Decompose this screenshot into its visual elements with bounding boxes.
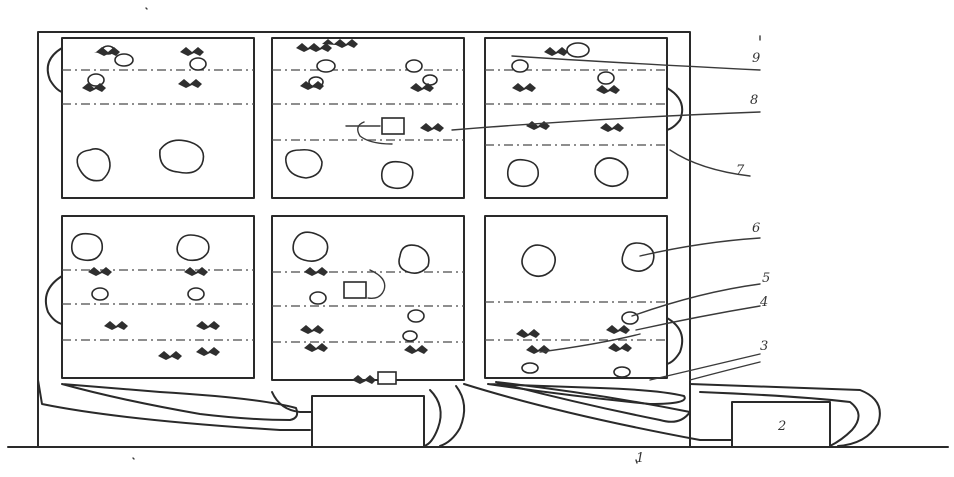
leader-3b xyxy=(689,361,761,381)
leader-4b xyxy=(539,333,641,353)
gate-bottom-right xyxy=(666,317,684,365)
plot-bottom-left xyxy=(61,215,255,379)
leader-5 xyxy=(631,283,761,317)
road-6 xyxy=(463,383,733,441)
callout-label: 9 xyxy=(752,51,760,66)
callout-label: 6 xyxy=(752,221,760,236)
plots xyxy=(61,37,668,381)
road-3 xyxy=(271,391,313,413)
road-7 xyxy=(487,383,686,405)
road-4 xyxy=(423,389,442,447)
building-right xyxy=(731,401,831,448)
callout-label: 7 xyxy=(736,163,745,178)
leader-3 xyxy=(649,353,761,381)
road-10 xyxy=(699,391,860,447)
access-roads xyxy=(37,379,881,447)
rock-11 xyxy=(521,244,556,278)
structures xyxy=(343,117,405,385)
road-9 xyxy=(689,383,881,447)
rock-12 xyxy=(621,242,655,272)
rock-1 xyxy=(76,148,111,182)
gate-bottom-left xyxy=(44,275,63,325)
planting-rows xyxy=(62,69,667,343)
leader-8 xyxy=(451,111,761,131)
plot-bottom-right xyxy=(484,215,668,379)
rock-features xyxy=(70,139,655,278)
structure-bottom xyxy=(377,371,397,385)
leader-7 xyxy=(669,149,751,177)
callouts: 9 8 7 6 5 4 3 2 1 xyxy=(636,51,786,466)
structure-top xyxy=(381,117,405,135)
rock-9 xyxy=(292,231,329,262)
leader-lines xyxy=(451,35,761,381)
rock-7 xyxy=(70,232,104,262)
outer-boundary xyxy=(37,31,691,448)
rock-10 xyxy=(398,244,430,274)
rock-2 xyxy=(159,139,205,174)
buildings xyxy=(311,395,831,448)
leader-9 xyxy=(511,55,761,71)
rock-6 xyxy=(594,157,629,188)
callout-label: 1 xyxy=(636,451,644,466)
road-1 xyxy=(37,379,311,431)
leader-6 xyxy=(639,237,761,257)
leader-4 xyxy=(635,305,761,331)
road-5 xyxy=(439,385,466,447)
rock-3 xyxy=(284,148,323,179)
gates xyxy=(44,47,684,365)
rock-4 xyxy=(380,160,414,190)
shrubs xyxy=(87,42,639,378)
road-8 xyxy=(495,381,691,423)
callout-label: 5 xyxy=(762,271,770,286)
building-center xyxy=(311,395,425,448)
gate-top-left xyxy=(46,47,63,93)
plant-clusters xyxy=(82,39,632,384)
plot-top-left xyxy=(61,37,255,199)
gate-top-right xyxy=(666,87,684,131)
callout-label: 3 xyxy=(760,339,768,354)
structure-middle xyxy=(343,281,367,299)
plot-top-center xyxy=(271,37,465,199)
callout-label: 2 xyxy=(777,419,786,434)
callout-label: 8 xyxy=(750,93,758,108)
rock-8 xyxy=(176,234,210,262)
road-2 xyxy=(61,383,299,421)
callout-label: 4 xyxy=(759,295,768,310)
rock-5 xyxy=(506,158,540,188)
plot-top-right xyxy=(484,37,668,199)
